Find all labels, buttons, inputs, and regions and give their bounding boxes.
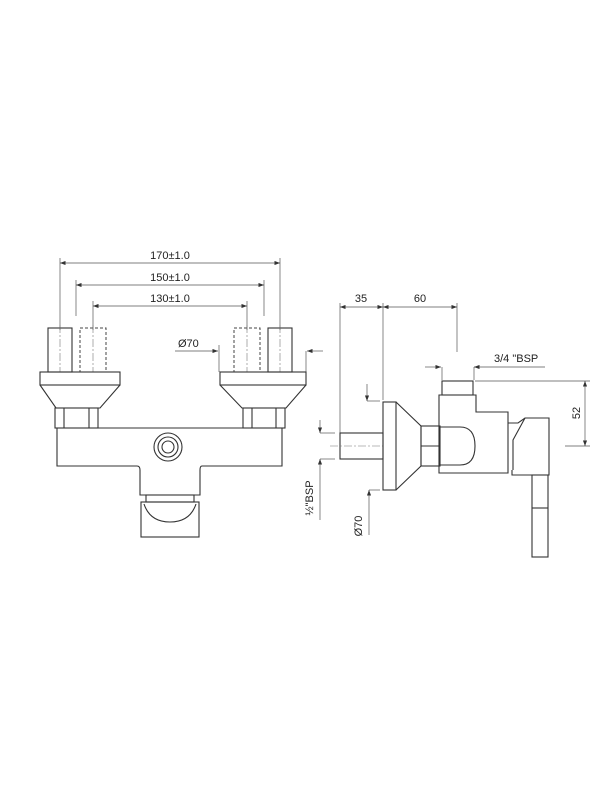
lever-handle [508,417,550,558]
valve-body [438,380,509,474]
dim-35-label: 35 [355,293,367,305]
right-escutcheon [219,371,307,429]
dimension-lines-side [317,303,590,535]
dim-flange-diameter-label: Ø70 [353,516,365,537]
side-flange [382,401,441,491]
dim-130-label: 130±1.0 [150,293,190,305]
outlet-connector [153,432,183,462]
dim-52-label: 52 [571,407,583,419]
dim-diameter-front-label: Ø70 [178,338,199,350]
front-view: 170±1.0 150±1.0 130±1.0 Ø70 [39,250,323,538]
dimension-lines-front [59,258,323,372]
diverter [140,494,200,538]
dim-outlet-thread-label: 3/4 "BSP [494,353,538,365]
side-view: 35 60 3/4 "BSP 52 ½"BSP Ø70 [304,293,590,558]
dim-inlet-thread-label: ½"BSP [304,480,316,515]
inlet-stems [47,325,293,373]
mixer-body [56,427,283,496]
left-escutcheon [39,371,121,429]
inlet-pipe [330,432,384,460]
dim-60-label: 60 [414,293,426,305]
dim-150-label: 150±1.0 [150,272,190,284]
dim-170-label: 170±1.0 [150,250,190,262]
